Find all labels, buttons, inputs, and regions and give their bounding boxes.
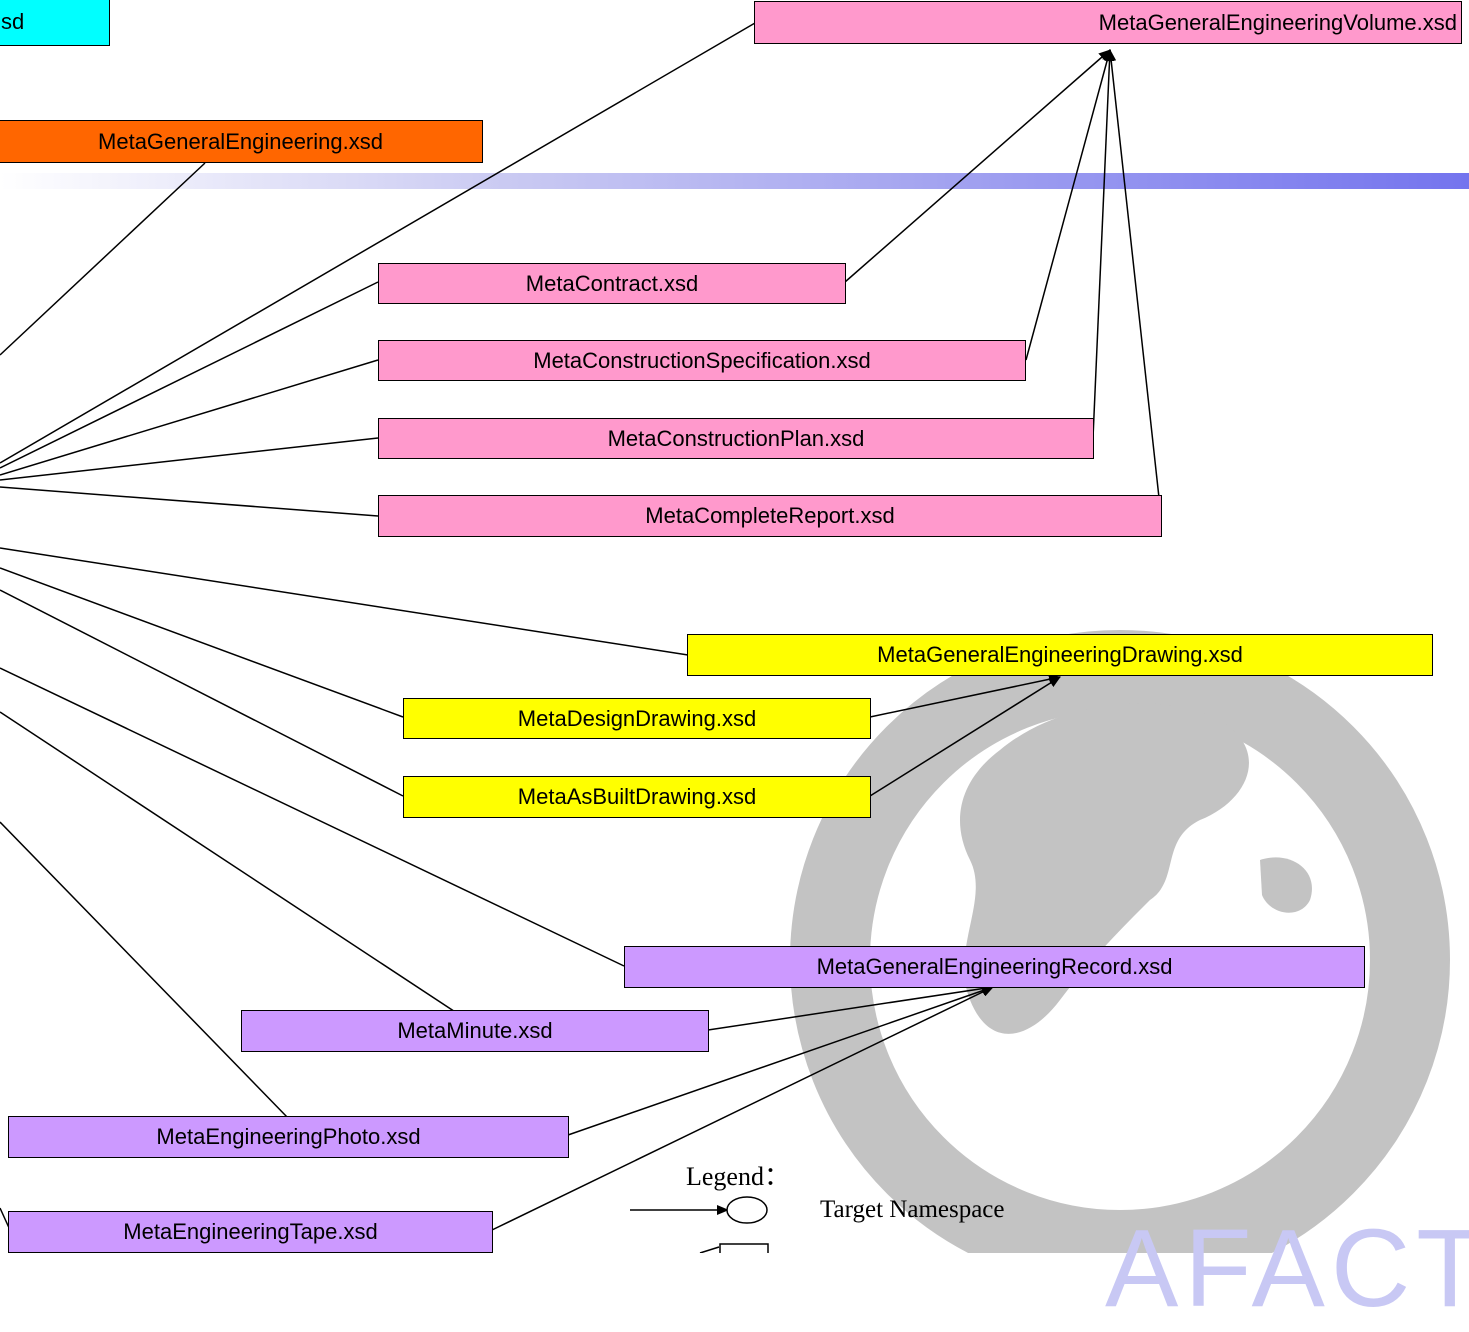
node-complete-report-label: MetaCompleteReport.xsd xyxy=(645,503,895,528)
node-construction-specification[interactable]: MetaConstructionSpecification.xsd xyxy=(378,340,1026,381)
legend-title: Legend： xyxy=(686,1162,790,1191)
node-top-left-label: sd xyxy=(1,9,25,34)
node-general-engineering-volume[interactable]: MetaGeneralEngineeringVolume.xsd xyxy=(754,1,1462,44)
node-engineering-tape[interactable]: MetaEngineeringTape.xsd xyxy=(8,1211,493,1253)
legend-ellipse-icon xyxy=(726,1196,768,1224)
node-engineering-photo-label: MetaEngineeringPhoto.xsd xyxy=(156,1124,421,1149)
node-engineering-tape-label: MetaEngineeringTape.xsd xyxy=(123,1219,378,1244)
node-general-engineering-label: MetaGeneralEngineering.xsd xyxy=(98,128,383,154)
node-general-engineering[interactable]: MetaGeneralEngineering.xsd xyxy=(0,120,483,163)
legend-target-namespace: Target Namespace xyxy=(820,1196,1005,1223)
node-top-left[interactable]: sd xyxy=(0,0,110,46)
node-complete-report[interactable]: MetaCompleteReport.xsd xyxy=(378,495,1162,537)
node-design-drawing[interactable]: MetaDesignDrawing.xsd xyxy=(403,698,871,739)
node-contract[interactable]: MetaContract.xsd xyxy=(378,263,846,304)
legend-box-icon xyxy=(719,1243,769,1253)
node-general-engineering-record[interactable]: MetaGeneralEngineeringRecord.xsd xyxy=(624,946,1365,988)
node-general-engineering-drawing[interactable]: MetaGeneralEngineeringDrawing.xsd xyxy=(687,634,1433,676)
header-gradient-band xyxy=(0,173,1469,189)
node-engineering-photo[interactable]: MetaEngineeringPhoto.xsd xyxy=(8,1116,569,1158)
node-minute[interactable]: MetaMinute.xsd xyxy=(241,1010,709,1052)
node-minute-label: MetaMinute.xsd xyxy=(397,1018,553,1043)
node-construction-specification-label: MetaConstructionSpecification.xsd xyxy=(533,347,871,373)
node-construction-plan-label: MetaConstructionPlan.xsd xyxy=(607,425,865,451)
node-contract-label: MetaContract.xsd xyxy=(525,270,699,296)
node-as-built-drawing-label: MetaAsBuiltDrawing.xsd xyxy=(517,784,757,809)
connector-lines xyxy=(0,22,1162,1253)
node-general-engineering-record-label: MetaGeneralEngineeringRecord.xsd xyxy=(816,954,1173,979)
node-general-engineering-drawing-label: MetaGeneralEngineeringDrawing.xsd xyxy=(877,642,1243,667)
node-general-engineering-volume-label: MetaGeneralEngineeringVolume.xsd xyxy=(1098,9,1457,35)
node-construction-plan[interactable]: MetaConstructionPlan.xsd xyxy=(378,418,1094,459)
node-as-built-drawing[interactable]: MetaAsBuiltDrawing.xsd xyxy=(403,776,871,818)
node-design-drawing-label: MetaDesignDrawing.xsd xyxy=(517,705,757,731)
